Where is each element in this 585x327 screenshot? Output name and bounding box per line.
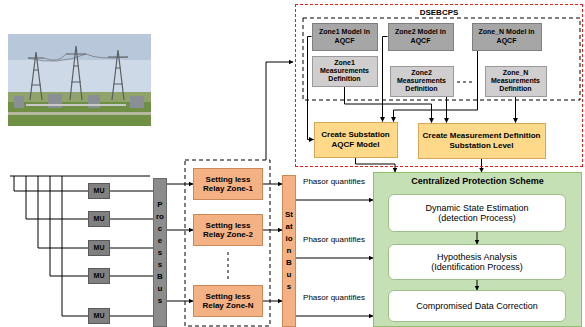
connector <box>296 258 373 259</box>
transformer <box>88 95 100 108</box>
feeder-wire <box>50 176 88 276</box>
merging-unit-box: MU <box>88 183 110 199</box>
connector <box>110 191 153 192</box>
substation-photo <box>8 34 151 126</box>
connector <box>481 159 482 173</box>
connector <box>110 276 153 277</box>
edge-label: Phasor quantifies <box>299 178 369 187</box>
box-label: MU <box>94 244 105 252</box>
zone-model-box: Zone1 Model in AQCF <box>312 23 378 51</box>
feeder-wire <box>14 176 88 191</box>
protection-scheme-panel: Centralized Protection SchemeDynamic Sta… <box>373 172 582 327</box>
relay-group-frame <box>185 160 270 326</box>
edge-label: Phasor quantifies <box>299 294 369 303</box>
box-label: (Identification Process) <box>431 262 523 272</box>
transformer <box>14 96 24 108</box>
protection-panel-fill <box>373 172 582 327</box>
feeder-wire <box>26 176 88 219</box>
zone-measurement-box: Zone2 Measurements Definition <box>390 66 454 97</box>
connector <box>515 97 516 123</box>
connector <box>477 280 478 290</box>
feeder-wires <box>10 176 150 316</box>
box-label: Setting less Relay Zone-2 <box>197 221 259 239</box>
gantry <box>26 104 126 106</box>
photo-equipment <box>8 94 151 115</box>
pylon <box>66 46 86 100</box>
connector <box>296 316 373 317</box>
box-label: Create Measurement Definition Substation… <box>422 131 542 149</box>
connector <box>263 184 282 185</box>
connector <box>296 200 373 201</box>
panel-title: DSEBCPS <box>296 8 582 17</box>
box-label: MU <box>94 312 105 320</box>
box-label: MU <box>94 272 105 280</box>
feed-arrow <box>266 62 293 160</box>
box-label: Zone_N Measurements Definition <box>489 69 543 93</box>
aggregation-box: Create Substation AQCF Model <box>314 122 398 158</box>
photo-pylons <box>28 46 128 100</box>
power-lines <box>28 54 128 61</box>
station-bus-bar: Station Bus <box>282 175 296 327</box>
merging-unit-box: MU <box>88 308 110 324</box>
zone-measurement-box: Zone1 Measurements Definition <box>312 56 378 87</box>
photo-ground <box>8 100 151 126</box>
box-label: Setting less Relay Zone-1 <box>197 175 259 193</box>
relay-box: Setting less Relay Zone-1 <box>193 168 263 200</box>
box-label: Zone1 Model in AQCF <box>316 28 374 44</box>
box-label: Hypothesis Analysis <box>437 252 517 262</box>
merging-unit-box: MU <box>88 268 110 284</box>
box-label: Setting less Relay Zone-N <box>197 292 259 310</box>
connector <box>263 230 282 231</box>
box-label: Zone2 Model in AQCF <box>392 28 450 44</box>
process-box: Dynamic State Estimation(detection Proce… <box>388 194 566 232</box>
feeder-wire <box>10 176 150 177</box>
box-label: (detection Process) <box>438 213 516 223</box>
pylon <box>28 52 44 100</box>
zone-measurement-box: Zone_N Measurements Definition <box>485 66 547 97</box>
dsebcps-region: DSEBCPS Zone1 Model in AQCF Zone2 Model in… <box>295 4 583 167</box>
zone-model-box: Zone2 Model in AQCF <box>388 23 454 51</box>
connector <box>477 232 478 244</box>
relay-box: Setting less Relay Zone-2 <box>193 214 263 246</box>
connector <box>446 97 447 123</box>
box-label: MU <box>94 187 105 195</box>
connector <box>167 184 193 185</box>
transformer <box>130 96 144 108</box>
edge-label: Phasor quantifies <box>299 236 369 245</box>
process-box: Hypothesis Analysis(Identification Proce… <box>388 244 566 280</box>
feeder-wire <box>62 176 88 316</box>
connector <box>167 301 193 302</box>
connector <box>110 219 153 220</box>
box-label: Zone_N Model in AQCF <box>476 28 538 44</box>
road <box>8 112 151 115</box>
connector <box>356 158 396 173</box>
merging-unit-box: MU <box>88 240 110 256</box>
process-box: Compromised Data Correction <box>388 290 566 322</box>
connector <box>263 301 282 302</box>
bus-label: Station Bus <box>285 209 293 293</box>
ellipsis-dashes <box>228 252 229 280</box>
connector <box>110 316 153 317</box>
aggregation-box: Create Measurement Definition Substation… <box>418 123 546 159</box>
photo-field <box>8 92 151 102</box>
connector <box>167 230 193 231</box>
box-label: Create Substation AQCF Model <box>318 130 394 148</box>
merging-unit-box: MU <box>88 211 110 227</box>
box-label: Compromised Data Correction <box>416 301 538 311</box>
box-label: Zone2 Measurements Definition <box>394 69 450 93</box>
connector <box>394 51 478 122</box>
zone-model-box: Zone_N Model in AQCF <box>472 23 542 51</box>
connector <box>110 248 153 249</box>
relay-box: Setting less Relay Zone-N <box>193 285 263 317</box>
box-label: Dynamic State Estimation <box>425 203 528 213</box>
box-label: MU <box>94 215 105 223</box>
panel-title: Centralized Protection Scheme <box>374 176 581 186</box>
feeder-wire <box>38 176 88 248</box>
bus-label: Process Bus <box>156 199 164 307</box>
ellipsis-dashes <box>457 82 474 83</box>
process-bus-bar: Process Bus <box>153 178 167 327</box>
photo-sky <box>8 34 151 126</box>
box-label: Zone1 Measurements Definition <box>316 59 374 83</box>
